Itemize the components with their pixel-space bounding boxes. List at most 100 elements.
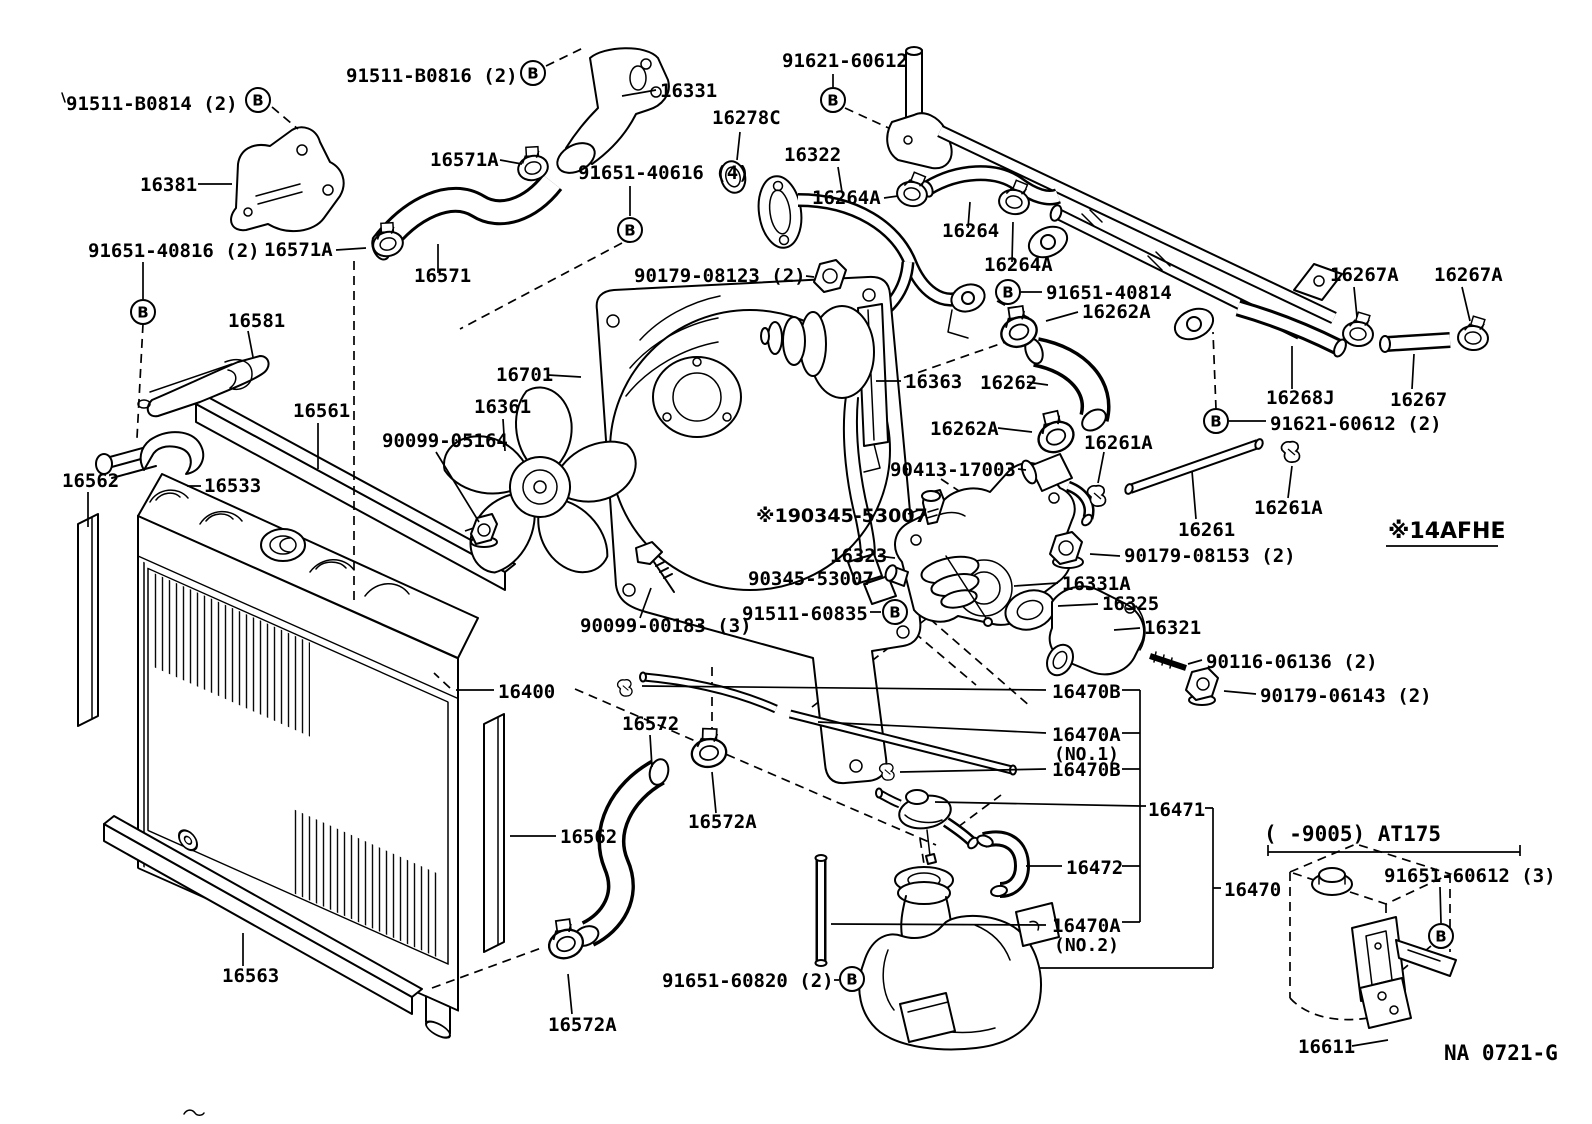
circled-b — [882, 599, 908, 625]
radiator-drain-plug — [178, 829, 198, 852]
shroud-hole — [896, 625, 910, 639]
hose-16262-end — [1081, 408, 1107, 432]
clamp-16262a-bottom — [1027, 404, 1080, 459]
label-16261: 16261 — [1178, 519, 1235, 541]
label-16611: 16611 — [1298, 1036, 1355, 1058]
seal-16562-left — [77, 513, 99, 727]
label-16470A-no1: 16470A — [1052, 724, 1121, 746]
label-16563: 16563 — [222, 965, 279, 987]
label-16381: 16381 — [140, 174, 197, 196]
hose-end — [814, 854, 828, 862]
support-16563-top-face — [103, 815, 423, 998]
stud-90116-06136 — [1149, 651, 1187, 671]
label-16261A-right: 16261A — [1254, 497, 1323, 519]
label-16533: 16533 — [204, 475, 261, 497]
screw-90099-00183 — [635, 541, 675, 593]
label-16264A-right: 16264A — [984, 254, 1053, 276]
label-91511-60835: 91511-60835 — [742, 603, 868, 625]
label-16571: 16571 — [414, 265, 471, 287]
label-16571A-mid: 16571A — [264, 239, 333, 261]
label-91651-40816: 91651-40816 (2) — [88, 240, 260, 262]
fan-blade — [537, 497, 609, 574]
fan-blade — [551, 440, 637, 503]
motor-connector — [847, 553, 883, 585]
label-91511-B0814: 91511-B0814 (2) — [66, 93, 238, 115]
label-16571A-top: 16571A — [430, 149, 499, 171]
circled-b — [245, 87, 271, 113]
label-16470B-2: 16470B — [1052, 759, 1121, 781]
pipe-16261-end — [1124, 483, 1134, 495]
label-16562-right: 16562 — [560, 826, 617, 848]
heater-pipe-assembly — [886, 46, 1451, 358]
fan-hub — [509, 456, 571, 518]
tank-cap-valve-16471 — [875, 787, 979, 865]
pipe-vertical-tube-top — [905, 46, 923, 56]
bolt-90345-53007-upper — [921, 489, 945, 525]
radiator-tank-lines — [137, 555, 459, 868]
fan-hub-inner — [522, 469, 558, 505]
circled-b — [130, 299, 156, 325]
label-90116-06136: 90116-06136 (2) — [1206, 651, 1378, 673]
clip-16470b-1 — [616, 679, 633, 697]
label-90179-08123: 90179-08123 (2) — [634, 265, 806, 287]
label-91651-60612-3: 91651-60612 (3) — [1384, 865, 1556, 887]
label-16325: 16325 — [1102, 593, 1159, 615]
pipe-sleeve-marks — [1081, 209, 1171, 271]
label-16470B-1: 16470B — [1052, 681, 1121, 703]
fan-motor-mount-ring — [652, 356, 742, 438]
bypass-valve-90413 — [1029, 453, 1073, 492]
hose-16268j-inner — [1236, 302, 1341, 352]
pipe-16261-end — [1254, 438, 1264, 450]
fan-motor-16363 — [760, 303, 897, 605]
fan-shroud-vents — [625, 295, 721, 397]
hose-16571-inner — [374, 175, 560, 253]
label-91651-40616: 91651-40616 (4) — [578, 162, 750, 184]
label-16470A-no2-sub: (NO.2) — [1054, 935, 1119, 956]
tank-level-tag-mark — [1029, 920, 1040, 931]
pipe-angle-bracket-hole — [1313, 275, 1325, 287]
gasket-ring-16278c — [719, 160, 747, 194]
label-90345-53007: 90345-53007 — [748, 568, 874, 590]
hose-end — [639, 671, 647, 683]
clamp-16267a-right — [1456, 313, 1491, 353]
bracket-16581 — [137, 355, 270, 418]
pipe-eyelet-bracket — [1027, 225, 1069, 259]
inset-tank-cap — [1318, 867, 1346, 883]
shroud-hole — [622, 583, 636, 597]
water-outlet-16331-opening — [556, 142, 596, 174]
circled-b — [995, 279, 1021, 305]
circled-b — [820, 87, 846, 113]
shroud-hole — [862, 288, 876, 302]
tank-filler-ring-lower — [897, 881, 951, 905]
hose-16262-inner — [1033, 340, 1107, 421]
circled-b — [1428, 923, 1454, 949]
pipe-16322-eyelet-hole — [961, 291, 975, 305]
hose-16470a-no1-seg2-inner — [789, 711, 1013, 773]
pipe-elbow-hole — [903, 135, 913, 145]
plug-90345-53007-lower — [884, 564, 909, 587]
housing-bolt-hole — [910, 534, 922, 546]
fan-16361 — [443, 386, 637, 574]
pipe-16261-inner — [1129, 441, 1259, 492]
label-16470A-no2: 16470A — [1052, 915, 1121, 937]
clip-16470b-2 — [878, 763, 895, 781]
inset-tank-cap-lines — [1318, 875, 1346, 885]
seal-16562-right — [483, 713, 505, 953]
radiator-drain-plug-center — [183, 835, 193, 845]
bracket-16533-hook — [139, 431, 205, 475]
bracket-16381 — [230, 126, 345, 233]
fan-motor-mount-inner — [672, 372, 722, 422]
pipe-eyelet-bracket — [1173, 307, 1215, 341]
bracket-16581-hook — [149, 358, 253, 393]
water-inlet-housing-group — [884, 453, 1219, 706]
radiator-outlet-opening — [425, 1020, 451, 1039]
label-note1-90345-53007: ※190345-53007 — [756, 505, 928, 527]
hose-16472-inner — [982, 833, 1028, 895]
slot — [255, 183, 303, 205]
label-90099-00183: 90099-00183 (3) — [580, 615, 752, 637]
print-artifact — [183, 1109, 205, 1116]
label-16267: 16267 — [1390, 389, 1447, 411]
hose-16472-end — [976, 834, 994, 848]
